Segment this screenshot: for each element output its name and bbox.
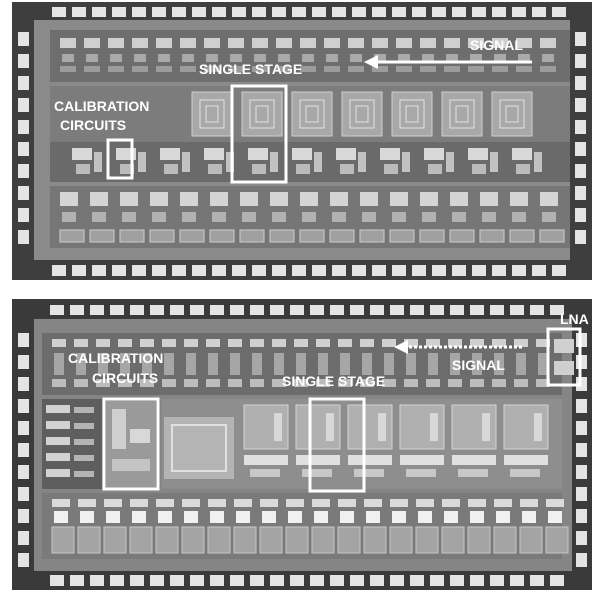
bottom-lna-box [546,327,582,387]
bottom-signal-arrow-head [394,340,408,354]
bottom-chip-photo: LNA SIGNAL SINGLE STAGE CALIBRATION CIRC… [12,299,592,590]
top-circuit-row-3 [72,148,542,174]
top-bond-pads-left [18,32,29,244]
bottom-bond-pads-upper [50,305,564,315]
top-stage-label: SINGLE STAGE [199,61,302,77]
top-single-stage-box [230,84,288,184]
bottom-calibration-box [102,397,160,491]
bottom-chip-die: LNA SIGNAL SINGLE STAGE CALIBRATION CIRC… [12,299,592,590]
top-circuit-row-1 [60,38,556,72]
top-bond-pads-lower [52,265,566,276]
bottom-calibration-label-line1: CALIBRATION [68,350,163,366]
top-signal-label: SIGNAL [470,37,523,53]
bottom-bond-pads-lower [50,575,564,586]
bottom-single-stage-box [308,397,366,493]
top-circuit-row-4 [59,192,565,243]
bottom-lna-label: LNA [560,311,589,327]
top-calibration-box [106,138,134,180]
bottom-circuit-row-1 [52,339,550,387]
bottom-circuit-row-3 [51,499,569,554]
bottom-circuit-row-2 [243,404,549,477]
top-calibration-label-line1: CALIBRATION [54,98,149,114]
top-chip-die: SIGNAL SINGLE STAGE CALIBRATION CIRCUITS [12,2,592,280]
bottom-stage-label: SINGLE STAGE [282,373,385,389]
bottom-calibration-label-line2: CIRCUITS [92,370,158,386]
bottom-bond-pads-left [18,333,29,567]
top-bond-pads-right [575,32,586,244]
top-circuit-row-2 [191,91,533,137]
bottom-left-column [46,405,94,477]
top-signal-arrow-head [364,55,378,69]
bottom-signal-label: SIGNAL [452,357,505,373]
top-bond-pads-upper [52,7,566,17]
top-chip-photo: SIGNAL SINGLE STAGE CALIBRATION CIRCUITS [12,2,592,280]
top-calibration-label-line2: CIRCUITS [60,117,126,133]
